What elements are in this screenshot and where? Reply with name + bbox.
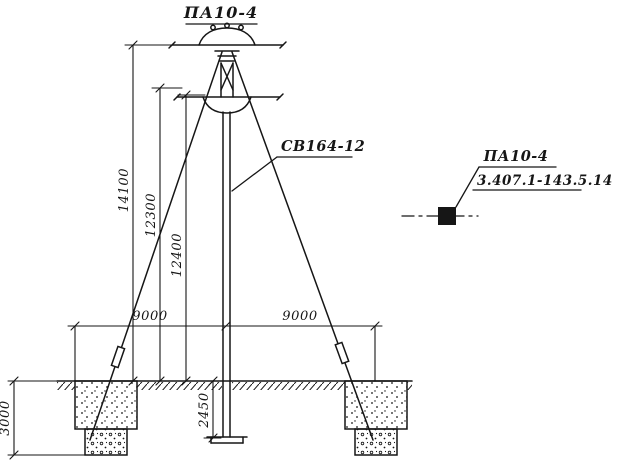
legend-leader: [455, 166, 582, 208]
legend-name-label: ПА10-4: [483, 148, 549, 165]
legend-ref-label: 3.407.1-143.5.14: [477, 173, 613, 189]
title-label: ПА10-4: [183, 3, 258, 22]
left-guy-wire: [89, 51, 223, 441]
lower-crossarm: [173, 93, 284, 114]
post-type-label: СВ164-12: [281, 138, 365, 155]
dim-14100-label: 14100: [117, 168, 132, 212]
right-guy-wire: [231, 51, 374, 441]
left-foundation: [74, 380, 138, 456]
right-turnbuckle: [334, 341, 350, 365]
dim-12300: [151, 83, 183, 386]
anchor-pole-symbol: [438, 207, 456, 225]
pole-head-assembly: [214, 50, 240, 98]
dim-12400-label: 12400: [170, 233, 185, 277]
dim-3000: [7, 376, 86, 460]
dim-9000-spans: [67, 321, 383, 382]
dim-9000-right-label: 9000: [282, 309, 317, 324]
dim-12400: [177, 90, 206, 386]
top-crossarm: [168, 22, 287, 49]
dim-2450-label: 2450: [197, 392, 212, 428]
dim-9000-left-label: 9000: [132, 309, 167, 324]
dim-2450: [203, 376, 222, 443]
dim-3000-label: 3000: [0, 400, 13, 435]
dim-14100: [124, 40, 173, 386]
dim-12300-label: 12300: [144, 193, 159, 237]
left-turnbuckle: [110, 345, 126, 369]
right-foundation: [344, 380, 408, 456]
post-label-leader: [231, 156, 353, 192]
